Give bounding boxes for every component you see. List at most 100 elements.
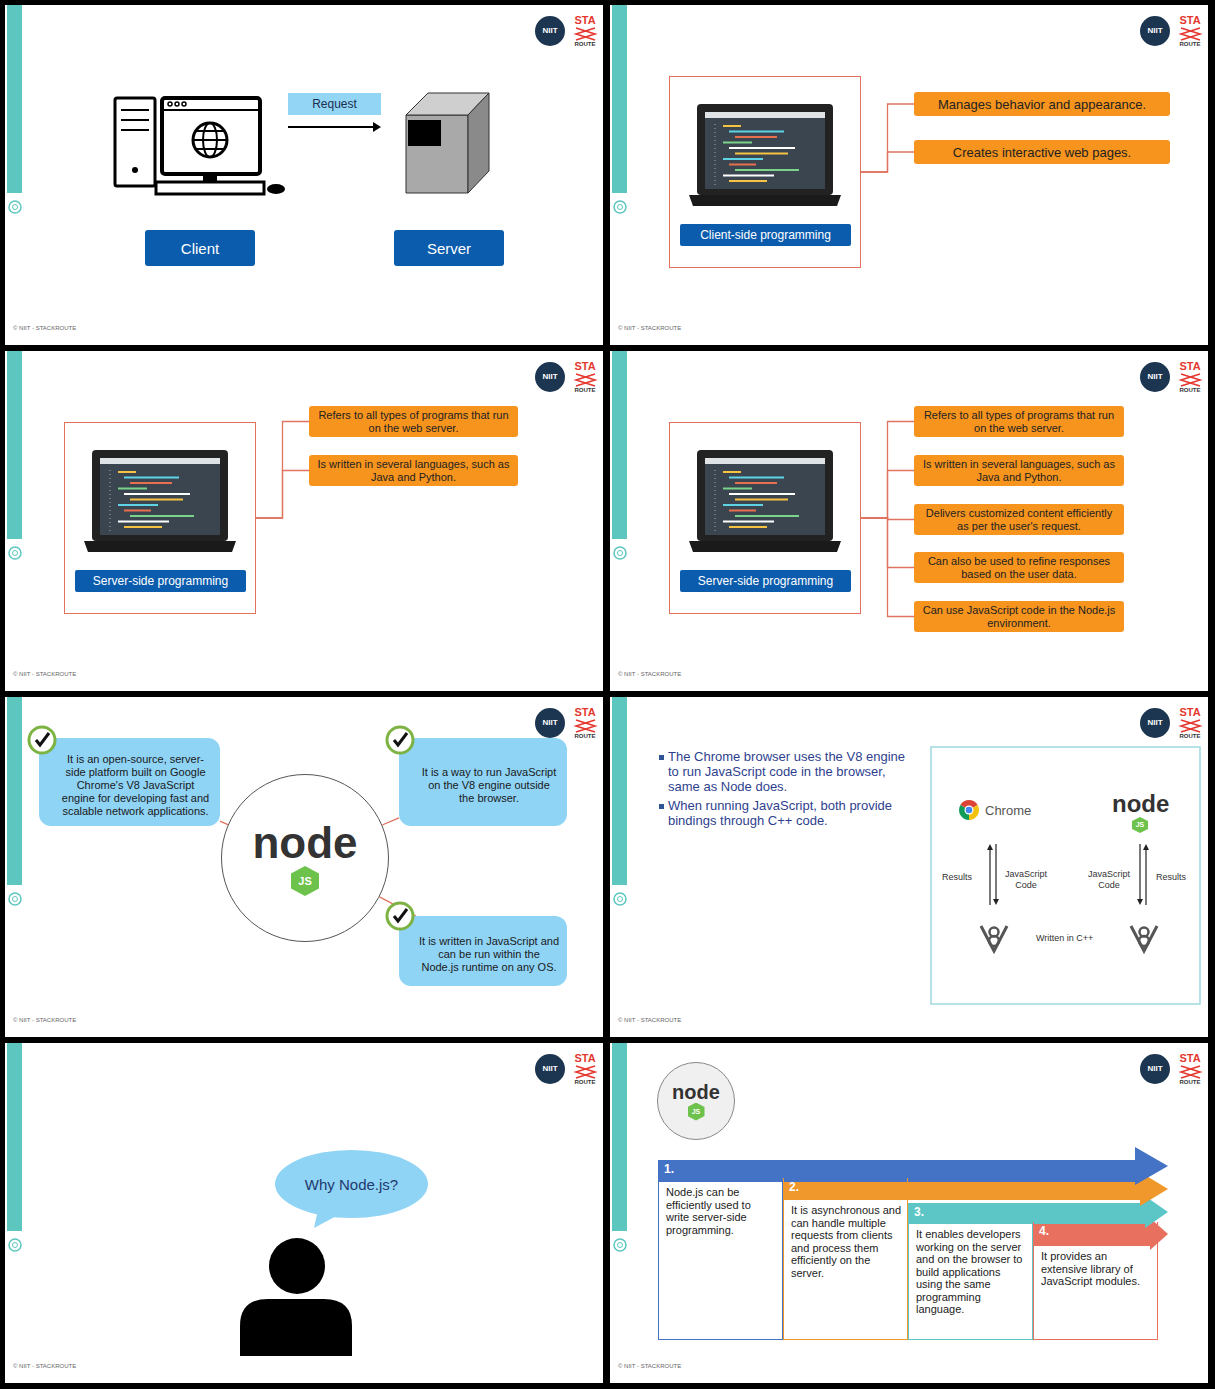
- annotation: Results: [1156, 872, 1186, 883]
- niit-logo: [535, 1054, 565, 1084]
- node-text: Can use JavaScript code in the Node.js e…: [920, 604, 1118, 630]
- accent-bar: [7, 351, 22, 539]
- flow-arrowhead: [993, 899, 999, 905]
- niit-logo-text: NIIT: [1140, 372, 1170, 381]
- code-line: [124, 510, 151, 512]
- node-text: Manages behavior and appearance.: [938, 98, 1146, 111]
- niit-logo: [535, 16, 565, 46]
- role-button: Client: [145, 230, 255, 266]
- annotation: node: [1112, 791, 1169, 817]
- callout-box: It is a way to run JavaScript on the V8 …: [399, 738, 567, 826]
- laptop-screen: [697, 450, 833, 541]
- code-line: [124, 526, 162, 528]
- connector-line: [861, 152, 914, 172]
- code-line: [124, 493, 190, 495]
- node-text: It is asynchronous and can handle multip…: [784, 1200, 907, 1283]
- slide-icon-dot: [13, 897, 18, 902]
- node-text: Can also be used to refine responses bas…: [920, 555, 1118, 581]
- code-gutter: [715, 124, 716, 186]
- drive-bay: [121, 129, 149, 131]
- stackroute-logo-text: STA: [1177, 1052, 1203, 1064]
- slide-background: [610, 5, 1208, 345]
- feature-box: Is written in several languages, such as…: [309, 455, 518, 486]
- drive-bay: [121, 109, 149, 111]
- computer-tower: [115, 98, 155, 186]
- code-line: [723, 142, 752, 144]
- slide-background: [5, 1043, 603, 1383]
- node-text: Refers to all types of programs that run…: [315, 409, 512, 435]
- node-text: 1.: [664, 1163, 674, 1176]
- node-text: 3.: [914, 1206, 924, 1219]
- annotation: JavaScript Code: [1002, 869, 1050, 891]
- node-text: Is written in several languages, such as…: [315, 458, 512, 484]
- callout-box: It is an open-source, server-side platfo…: [39, 738, 220, 826]
- engine-panel: [931, 747, 1200, 1004]
- node-text: Client-side programming: [680, 224, 851, 246]
- editor-bar: [705, 112, 825, 118]
- topic-panel: Server-side programming: [669, 422, 861, 614]
- code-line: [124, 477, 179, 479]
- niit-logo-text: NIIT: [535, 1064, 565, 1073]
- annotation: Written in C++: [1036, 933, 1093, 944]
- stackroute-mark: [576, 28, 595, 40]
- node-text: Server-side programming: [75, 570, 246, 592]
- code-line: [729, 180, 767, 182]
- flow-arrowhead: [987, 844, 993, 850]
- globe: [193, 123, 227, 157]
- slide-icon: [614, 1239, 626, 1251]
- node-text: Delivers customized content efficiently …: [920, 507, 1118, 533]
- laptop-display: [705, 112, 825, 189]
- slide-background: [5, 697, 603, 1037]
- browser-dot: [175, 102, 179, 106]
- chrome-center: [966, 807, 973, 814]
- annotation: JS: [1132, 817, 1148, 833]
- slide-icon: [614, 201, 626, 213]
- niit-logo-text: NIIT: [1140, 718, 1170, 727]
- code-line: [735, 482, 777, 484]
- niit-logo: [1140, 708, 1170, 738]
- stackroute-mark: [1181, 28, 1200, 40]
- stackroute-mark: [576, 1066, 595, 1078]
- stackroute-logo-text: STA: [572, 360, 598, 372]
- accent-bar: [7, 1043, 22, 1231]
- accent-bar: [7, 697, 22, 885]
- slide-background: [610, 1043, 1208, 1383]
- connector-line: [382, 818, 399, 825]
- code-line: [729, 164, 756, 166]
- niit-logo: [1140, 362, 1170, 392]
- code-line: [723, 471, 741, 473]
- code-line: [735, 499, 788, 501]
- stackroute-mark: [576, 720, 595, 732]
- step-column: 2.It is asynchronous and can handle mult…: [783, 1178, 908, 1340]
- v8-logo: [981, 926, 1007, 951]
- node-text: Server-side programming: [680, 570, 851, 592]
- slide-icon: [9, 201, 21, 213]
- keyboard: [156, 182, 264, 194]
- code-line: [729, 510, 756, 512]
- step-band: [908, 1203, 1145, 1224]
- connector-line: [861, 422, 914, 519]
- feature-box: Delivers customized content efficiently …: [914, 504, 1124, 535]
- stackroute-logo-text: ROUTE: [571, 733, 599, 739]
- slide-icon-dot: [618, 1243, 623, 1248]
- mouse: [267, 184, 285, 194]
- server-slot: [408, 120, 441, 146]
- check-badge: [387, 727, 413, 753]
- laptop-base: [689, 541, 841, 552]
- stackroute-logo-text: ROUTE: [1176, 1079, 1204, 1085]
- slide-icon-dot: [618, 897, 623, 902]
- browser-dot: [182, 102, 186, 106]
- step-column: 4.It provides an extensive library of Ja…: [1033, 1222, 1158, 1340]
- slide-icon-dot: [13, 205, 18, 210]
- drive-bay: [121, 119, 149, 121]
- slide-background: [5, 351, 603, 691]
- v8-logo-ring: [989, 936, 999, 946]
- step-arrowhead: [1135, 1147, 1168, 1185]
- code-line: [118, 471, 136, 473]
- footer-copyright: © NIIT - STACKROUTE: [618, 1363, 681, 1369]
- slide-icon: [614, 547, 626, 559]
- node-text: JS: [688, 1103, 705, 1121]
- stackroute-logo-text: ROUTE: [1176, 387, 1204, 393]
- node-text: Is written in several languages, such as…: [920, 458, 1118, 484]
